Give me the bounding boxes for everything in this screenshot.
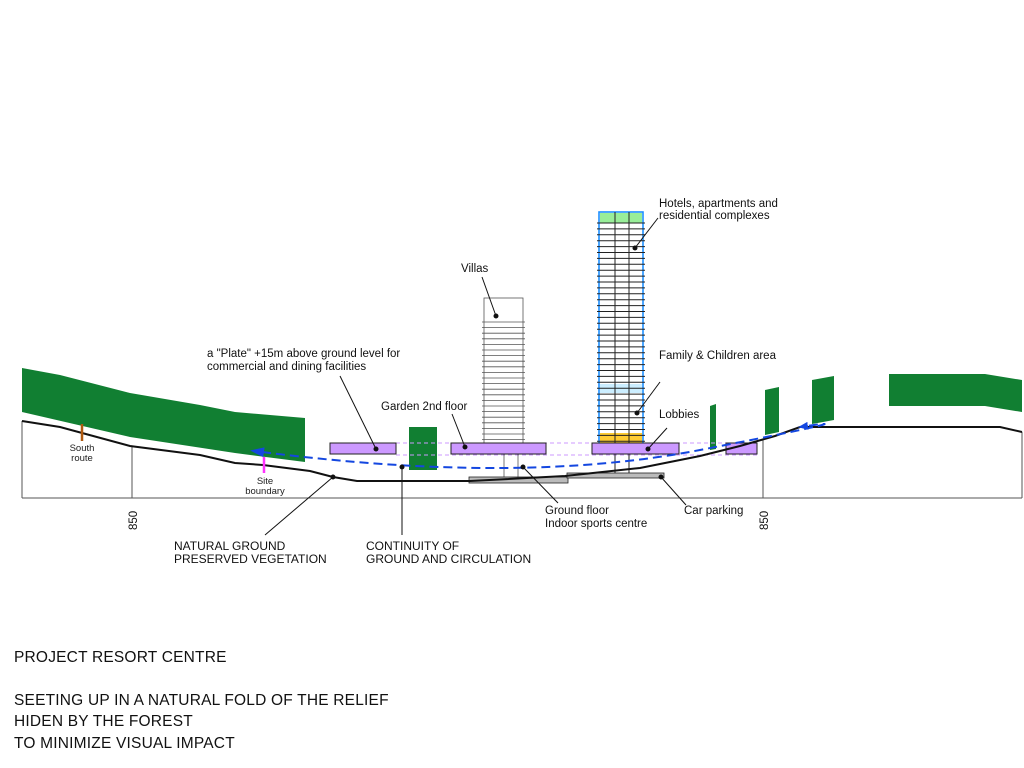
- parking-slabs: [468, 472, 665, 484]
- forest-left: [22, 368, 305, 462]
- label-lobbies: Lobbies: [659, 409, 700, 421]
- label-family: Family & Children area: [659, 350, 777, 362]
- villas-tower: [482, 297, 525, 477]
- forest-strip-3: [812, 376, 834, 424]
- caption-line-2: HIDEN BY THE FOREST: [14, 713, 193, 730]
- elevation-850-right: 850: [759, 511, 771, 530]
- label-garden: Garden 2nd floor: [381, 401, 467, 413]
- caption-line-3: TO MINIMIZE VISUAL IMPACT: [14, 735, 235, 752]
- elevation-850-left: 850: [128, 511, 140, 530]
- hotel-tower: [597, 211, 645, 476]
- caption-line-1: SEETING UP IN A NATURAL FOLD OF THE RELI…: [14, 692, 389, 709]
- forest-right: [889, 374, 1022, 412]
- plate-commercial: [329, 442, 397, 455]
- label-car-parking: Car parking: [684, 505, 743, 517]
- label-villas: Villas: [461, 263, 489, 275]
- forest-strip-2: [765, 387, 779, 435]
- plate-lobbies: [591, 442, 680, 455]
- forest-garden-block: [409, 427, 437, 470]
- circulation-path: [250, 421, 826, 469]
- leader-lines: [264, 217, 687, 536]
- caption-title: PROJECT RESORT CENTRE: [14, 649, 227, 666]
